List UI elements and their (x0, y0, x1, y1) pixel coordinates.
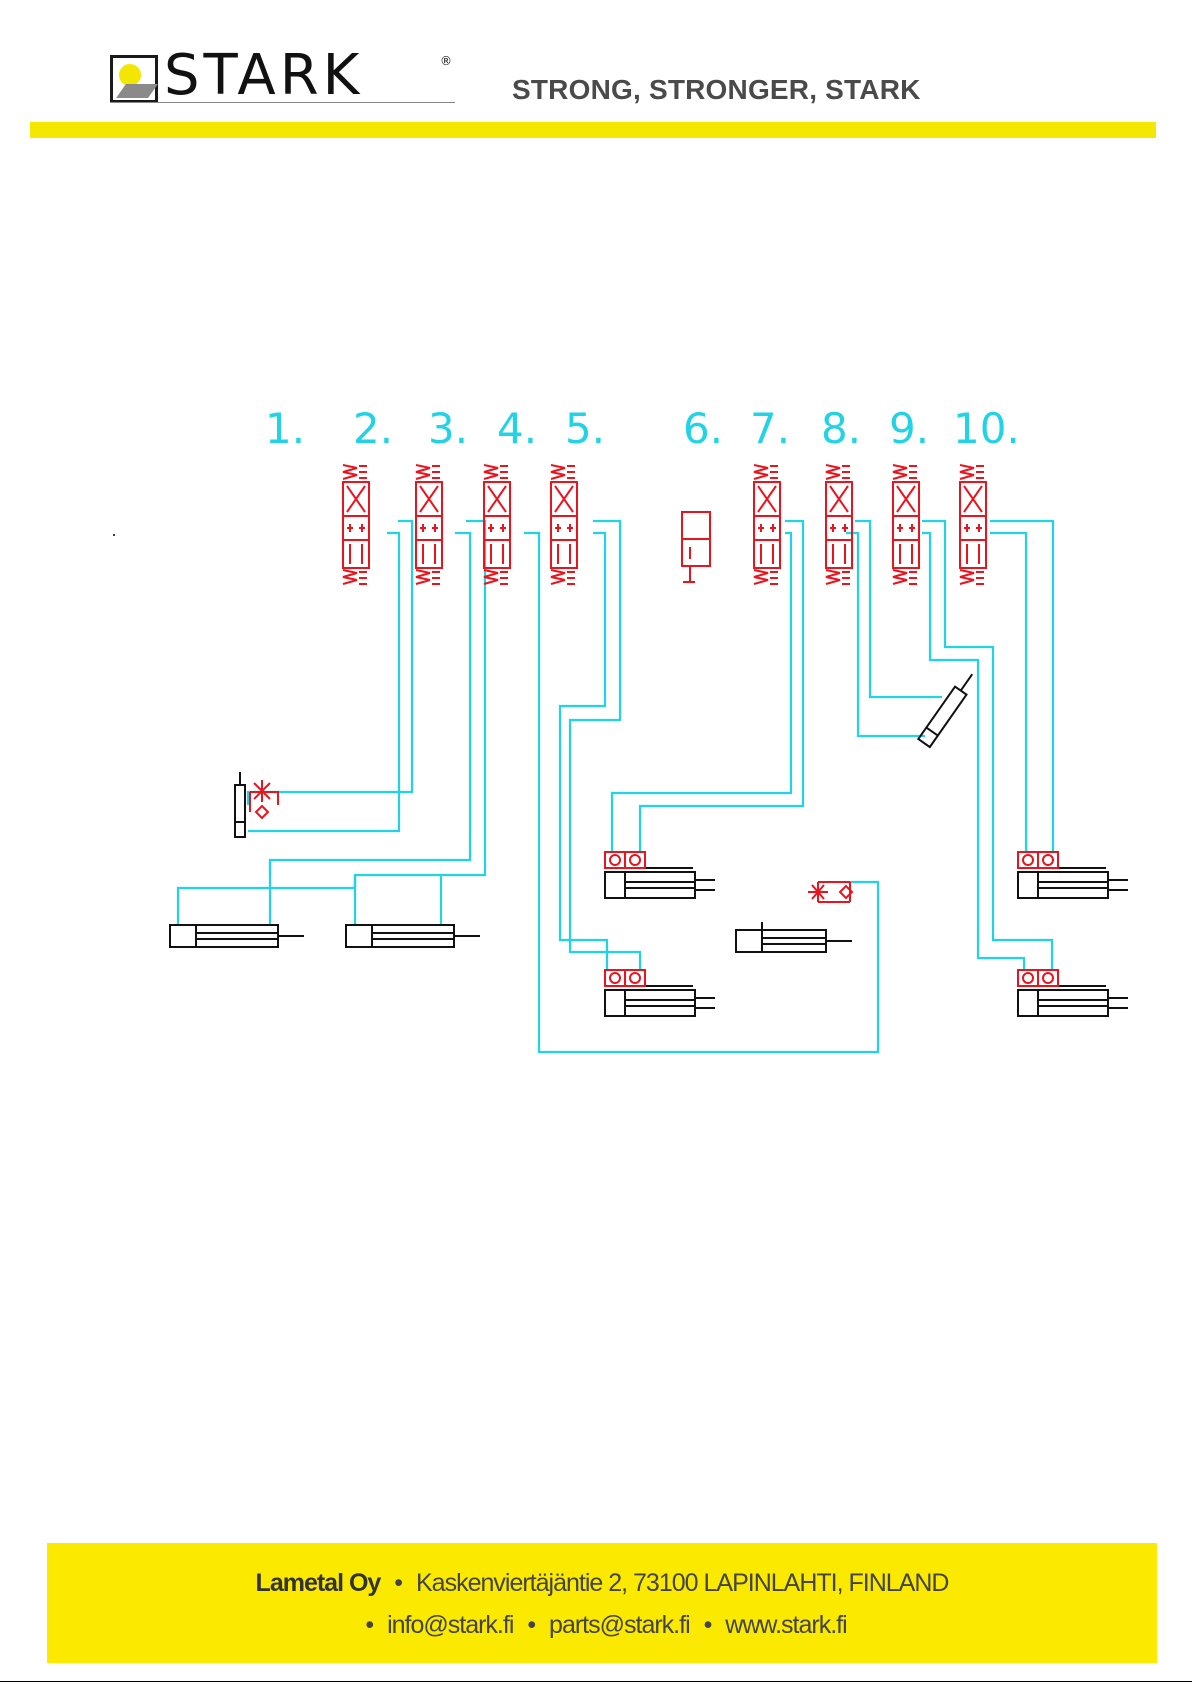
cylinder-with-throttle-icon (736, 922, 852, 952)
hose-line (560, 533, 607, 970)
valve-number-label: 5. (565, 404, 605, 453)
directional-valve-icon (484, 465, 510, 584)
directional-valve-icon (893, 465, 919, 584)
cylinder-with-lock-valve-icon (1018, 852, 1128, 898)
valve-number-label: 4. (497, 404, 537, 453)
stray-dot (113, 534, 115, 536)
valve-number-label: 3. (428, 404, 468, 453)
hose-line (248, 521, 412, 805)
cylinder-with-lock-valve-icon (605, 852, 715, 898)
email-parts-link[interactable]: parts@stark.fi (549, 1611, 690, 1639)
directional-valve-icon (416, 465, 442, 584)
tilt-cylinder-icon (918, 670, 978, 747)
hose-line (990, 533, 1026, 852)
directional-valve-icon (551, 465, 577, 584)
company-name: Lametal Oy (256, 1569, 381, 1597)
hose-line (990, 521, 1053, 852)
footer-address-line: Lametal Oy • Kaskenviertäjäntie 2, 73100… (47, 1569, 1157, 1598)
cylinder-with-lock-valve-icon (1018, 970, 1128, 1016)
address: Kaskenviertäjäntie 2, 73100 LAPINLAHTI, … (416, 1569, 948, 1597)
directional-valve-icon (826, 465, 852, 584)
page-bottom-rule (0, 1681, 1192, 1682)
directional-valve-icon (343, 465, 369, 584)
valve-number-label: 6. (683, 404, 723, 453)
hose-line (270, 533, 470, 925)
hose-line (640, 521, 803, 852)
hose-line (846, 533, 925, 736)
directional-valve-icon (754, 465, 780, 584)
blank-valve-icon (682, 512, 710, 582)
hydraulic-cylinder-icon (170, 925, 304, 947)
hose-line (248, 533, 399, 831)
directional-valve-icon (960, 465, 986, 584)
hose-line (922, 521, 1052, 970)
valve-number-label: 7. (750, 404, 790, 453)
bullet: • (365, 1611, 373, 1639)
email-info-link[interactable]: info@stark.fi (387, 1611, 513, 1639)
website-link[interactable]: www.stark.fi (725, 1611, 846, 1639)
valve-number-label: 1. (265, 404, 305, 453)
hose-line (178, 521, 485, 925)
valve-number-label: 8. (821, 404, 861, 453)
valve-number-label: 9. (889, 404, 929, 453)
valve-number-label: 2. (353, 404, 393, 453)
footer-bar: Lametal Oy • Kaskenviertäjäntie 2, 73100… (47, 1543, 1157, 1663)
hose-line (922, 533, 1024, 970)
bullet: • (394, 1569, 402, 1597)
small-cylinder-with-throttle-icon (235, 772, 245, 837)
bullet: • (527, 1611, 535, 1639)
hydraulic-cylinder-icon (346, 925, 480, 947)
bullet: • (704, 1611, 712, 1639)
footer-contact-line: • info@stark.fi • parts@stark.fi • www.s… (47, 1611, 1157, 1640)
valve-number-label: 10. (953, 404, 1020, 453)
cylinder-with-lock-valve-icon (605, 970, 715, 1016)
